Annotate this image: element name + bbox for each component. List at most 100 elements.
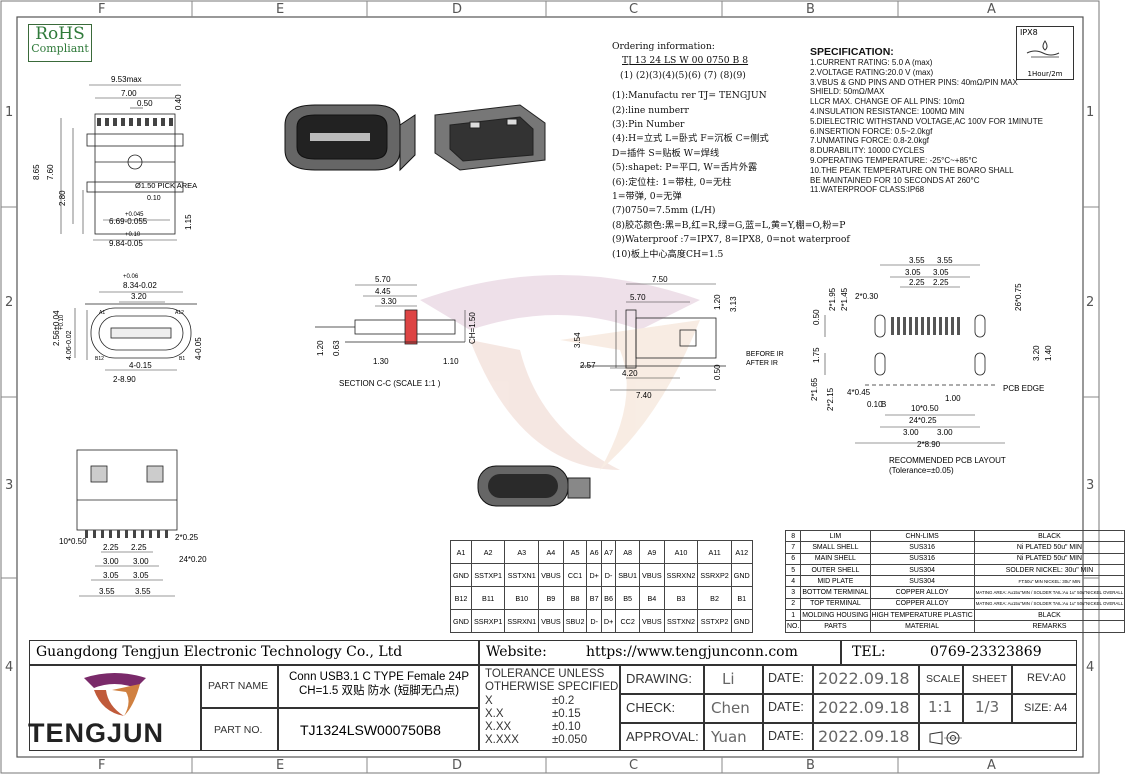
pin-table-cell: B5 xyxy=(615,586,641,610)
dim-label: 3.55 xyxy=(135,587,151,596)
zone-bottom-a: A xyxy=(987,758,996,773)
ipx8-badge: IPX8 1Hour/2m xyxy=(1016,26,1074,80)
dim-label: +0.06 xyxy=(123,274,139,280)
dim-label: 3.54 xyxy=(573,332,582,348)
bom-table-cell: HIGH TEMPERATURE PLASTIC xyxy=(869,609,975,622)
dim-label: CH=1.50 xyxy=(468,312,477,344)
dim-label: 2.56±0.04 xyxy=(52,310,61,346)
pin-table-cell: SSRXN2 xyxy=(663,563,699,587)
bom-table-cell: BOTTOM TERMINAL xyxy=(800,586,871,599)
dim-label: 8.34-0.02 xyxy=(123,281,157,290)
part-name-value: Conn USB3.1 C TYPE Female 24P CH=1.5 双贴 … xyxy=(288,671,470,697)
drawing-by: Li xyxy=(722,670,735,688)
bom-table-cell: FT:50u" MIN NICKEL: 30u" MIN xyxy=(973,575,1125,588)
dim-label: 3.55 xyxy=(99,587,115,596)
tengjun-wordmark: TENGJUN xyxy=(28,718,165,748)
ordering-line: (5):shapet: P=平口, W=舌片外露 xyxy=(612,162,758,174)
pcb-tolerance: (Tolerance=±0.05) xyxy=(889,466,954,475)
dim-label: B xyxy=(881,400,886,409)
pin-table-cell: A12 xyxy=(730,540,753,564)
dim-label: 2*0.25 xyxy=(175,533,199,542)
dim-label: 7.50 xyxy=(652,275,668,284)
pin-label: B12 xyxy=(95,356,104,362)
dim-label: 3.55 xyxy=(909,256,925,265)
bom-table-cell: MATING AREA: Au15u"MIN / SOLDER TAIL:Au … xyxy=(973,597,1125,611)
dim-label: 4.45 xyxy=(375,287,391,296)
dim-label: 0.50 xyxy=(812,309,821,325)
bom-table-cell: SUS316 xyxy=(869,541,975,554)
pin-table-cell: B3 xyxy=(663,586,699,610)
ordering-line: (7)0750=7.5mm (L/H) xyxy=(612,205,716,217)
pin-table-cell: SSRXP2 xyxy=(697,563,732,587)
bom-table-cell: SUS304 xyxy=(869,575,975,588)
dim-label: 1.10 xyxy=(443,357,459,366)
zone-right-2: 2 xyxy=(1086,295,1095,310)
zone-bottom-f: F xyxy=(98,758,106,773)
dim-label: 2.25 xyxy=(131,543,147,552)
pin-table-cell: CC2 xyxy=(615,609,641,633)
tolerance-key: X.X xyxy=(485,708,504,720)
tel-number: 0769-23323869 xyxy=(930,644,1042,660)
dim-label: 2.57 xyxy=(580,361,596,370)
part-no-value: TJ1324LSW000750B8 xyxy=(300,722,441,738)
zone-left-3: 3 xyxy=(5,478,14,493)
dim-label: 0.50 xyxy=(137,99,153,108)
tel-label: TEL: xyxy=(852,644,886,660)
dim-label: 0.50 xyxy=(713,364,722,380)
dim-label: +0.10 xyxy=(59,314,65,330)
drawing-date: 2022.09.18 xyxy=(818,669,910,688)
dim-label: 3.05 xyxy=(133,571,149,580)
dim-label: 3.00 xyxy=(103,557,119,566)
pin-table-cell: SSRXN1 xyxy=(504,609,540,633)
spec-line: 1.CURRENT RATING: 5.0 A (max) xyxy=(810,58,933,67)
pin-table-cell: B12 xyxy=(450,586,472,610)
dim-label: 7.60 xyxy=(46,164,55,180)
bom-table-cell: BLACK xyxy=(973,609,1125,622)
zone-top-f: F xyxy=(98,2,106,17)
dim-label: 2-8.90 xyxy=(113,375,136,384)
dim-label: BEFORE IR xyxy=(746,351,784,358)
website-link[interactable]: https://www.tengjunconn.com xyxy=(586,644,798,660)
spec-line: 8.DURABILITY: 10000 CYCLES xyxy=(810,146,925,156)
watermark-logo xyxy=(420,275,700,470)
pcb-layout-drawing: 3.55 3.55 3.05 3.05 2.25 2.25 2*0.30 2*1… xyxy=(810,256,1053,475)
date-label: DATE: xyxy=(768,729,804,743)
pin-table-cell: A2 xyxy=(470,540,506,564)
pin-table-cell: A11 xyxy=(697,540,732,564)
front-view-drawing: +0.06 8.34-0.02 3.20 2.56±0.04 4.06-0.02… xyxy=(52,274,203,384)
bom-table-cell: MID PLATE xyxy=(800,575,871,588)
bom-table-cell: 7 xyxy=(784,541,802,554)
spec-line: 2.VOLTAGE RATING:20.0 V (max) xyxy=(810,67,934,77)
pin-table-cell: GND xyxy=(730,609,753,633)
spec-line: 11.WATERPROOF CLASS:IP68 xyxy=(810,185,925,195)
pin-table-cell: SSTXN1 xyxy=(504,563,540,587)
drawing-frame xyxy=(0,0,1100,774)
dim-label: 3.05 xyxy=(905,268,921,277)
pin-table-cell: CC1 xyxy=(562,563,588,587)
spec-line: 10.THE PEAK TEMPERATURE ON THE BOARO SHA… xyxy=(810,165,1014,175)
drawing-label: DRAWING: xyxy=(626,671,692,686)
ordering-line: D=插件 S=贴板 W=焊线 xyxy=(612,147,720,159)
spec-line: 4.INSULATION RESISTANCE: 100MΩ MIN xyxy=(810,106,965,116)
pin-table-cell: A7 xyxy=(600,540,617,564)
pin-table-cell: B4 xyxy=(639,586,665,610)
date-label: DATE: xyxy=(768,671,804,685)
ordering-code: TJ 13 24 LS W 00 0750 B 8 xyxy=(622,55,749,67)
dim-label: 2*1.95 xyxy=(828,287,837,311)
dim-label: AFTER IR xyxy=(746,360,778,367)
pin-table-cell: B9 xyxy=(538,586,564,610)
zone-top-d: D xyxy=(452,2,463,17)
approval-by: Yuan xyxy=(711,728,747,746)
tolerance-title-2: OTHERWISE SPECIFIED: xyxy=(485,681,622,693)
bom-table-cell: 6 xyxy=(784,552,802,565)
tolerance-key: X.XX xyxy=(485,721,512,733)
dim-label: 2*8.90 xyxy=(917,440,941,449)
pin-table-cell: GND xyxy=(450,563,472,587)
dim-label: 2.80 xyxy=(58,190,67,206)
connector-bottom-render xyxy=(477,465,591,507)
